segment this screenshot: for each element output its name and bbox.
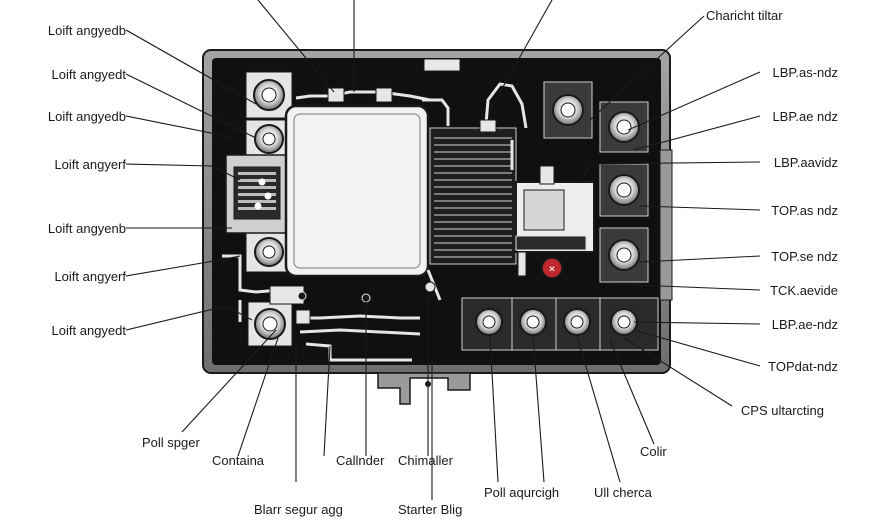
indicator-led <box>541 257 563 279</box>
wire-harness <box>299 328 421 336</box>
callout-label: Starter Blig <box>398 502 462 517</box>
main-module <box>284 104 430 278</box>
coil-core <box>429 127 517 265</box>
terminal-knob-center <box>526 315 540 329</box>
indicator-mark: ✕ <box>548 264 556 274</box>
callout-label: Loift angyedb <box>48 109 126 124</box>
terminal-knob-center <box>570 315 584 329</box>
leader-lines <box>125 0 761 500</box>
callout-label: Chimaller <box>398 453 454 468</box>
callout-label: TOPdat-ndz <box>768 359 838 374</box>
left-terminals <box>245 71 293 347</box>
right-labels: Charicht tiltar LBP.as-ndz LBP.ae ndz LB… <box>706 8 838 418</box>
callout-label: Loift angyerf <box>54 269 126 284</box>
wire-clip <box>327 87 345 103</box>
callout-label: Loift angyedt <box>52 323 127 338</box>
screw <box>297 291 307 301</box>
wire-clip <box>295 309 311 325</box>
relay-stand <box>515 235 587 251</box>
relay-tab <box>539 165 555 185</box>
callout-label: Loift angyenb <box>48 221 126 236</box>
transformer-coil <box>422 98 517 301</box>
module-inner <box>293 113 421 269</box>
callout-label: Loift angyedb <box>48 23 126 38</box>
callout-label: Blarr segur agg <box>254 502 343 517</box>
relay-face <box>523 189 565 231</box>
side-rail <box>659 149 673 301</box>
callout-label: Poll spger <box>142 435 200 450</box>
bottom-terminals <box>461 297 659 351</box>
socket-hole <box>258 178 266 186</box>
callout-label: Loift angyedt <box>52 67 127 82</box>
terminal-knob-center <box>262 245 276 259</box>
callout-label: LBP.as-ndz <box>772 65 838 80</box>
coil-screw <box>424 281 436 293</box>
callout-label: Callnder <box>336 453 385 468</box>
terminal-knob-center <box>482 315 496 329</box>
relay-module: ✕ <box>515 165 595 279</box>
jumper-wire <box>484 82 528 129</box>
callout-label: LBP.ae-ndz <box>772 317 838 332</box>
wire-clip <box>479 119 497 133</box>
coil-bracket <box>422 98 450 126</box>
callout-label: TCK.aevide <box>770 283 838 298</box>
callout-label: Loift angyerf <box>54 157 126 172</box>
callout-label: LBP.aavidz <box>774 155 838 170</box>
terminal-knob-center <box>262 132 276 146</box>
callout-label: Ull cherca <box>594 485 653 500</box>
wire-harness <box>295 90 431 102</box>
callout-label: Poll aqurcigh <box>484 485 559 500</box>
coil-bracket <box>426 269 442 301</box>
terminal-knob-center <box>616 182 632 198</box>
terminal-knob-center <box>261 87 277 103</box>
mounting-bracket <box>377 372 471 405</box>
callout-label: CPS ultarcting <box>741 403 824 418</box>
terminal-knob-center <box>560 102 576 118</box>
right-terminals <box>543 81 649 283</box>
coil-windings <box>434 137 512 258</box>
module-housing <box>284 104 430 278</box>
small-fuse <box>517 251 527 277</box>
callout-label: TOP.se ndz <box>771 249 838 264</box>
socket-hole <box>254 202 262 210</box>
callout-label: TOP.as ndz <box>771 203 838 218</box>
callout-label: Containa <box>212 453 265 468</box>
top-wiring <box>295 82 528 170</box>
left-labels: Loift angyedb Loift angyedt Loift angyed… <box>48 23 126 338</box>
callout-label: LBP.ae ndz <box>772 109 838 124</box>
terminal-knob-center <box>262 316 278 332</box>
callout-label: Charicht tiltar <box>706 8 783 23</box>
top-latch <box>423 58 461 72</box>
wire-clip <box>375 87 393 103</box>
socket-hole <box>264 192 272 200</box>
terminal-knob-center <box>617 315 631 329</box>
connector-socket <box>225 154 289 234</box>
callout-label: Colir <box>640 444 667 459</box>
terminal-knob-center <box>616 247 632 263</box>
wire-harness <box>296 314 420 320</box>
terminal-knob-center <box>616 119 632 135</box>
bottom-labels: Poll spger Containa Blarr segur agg Call… <box>142 435 667 517</box>
